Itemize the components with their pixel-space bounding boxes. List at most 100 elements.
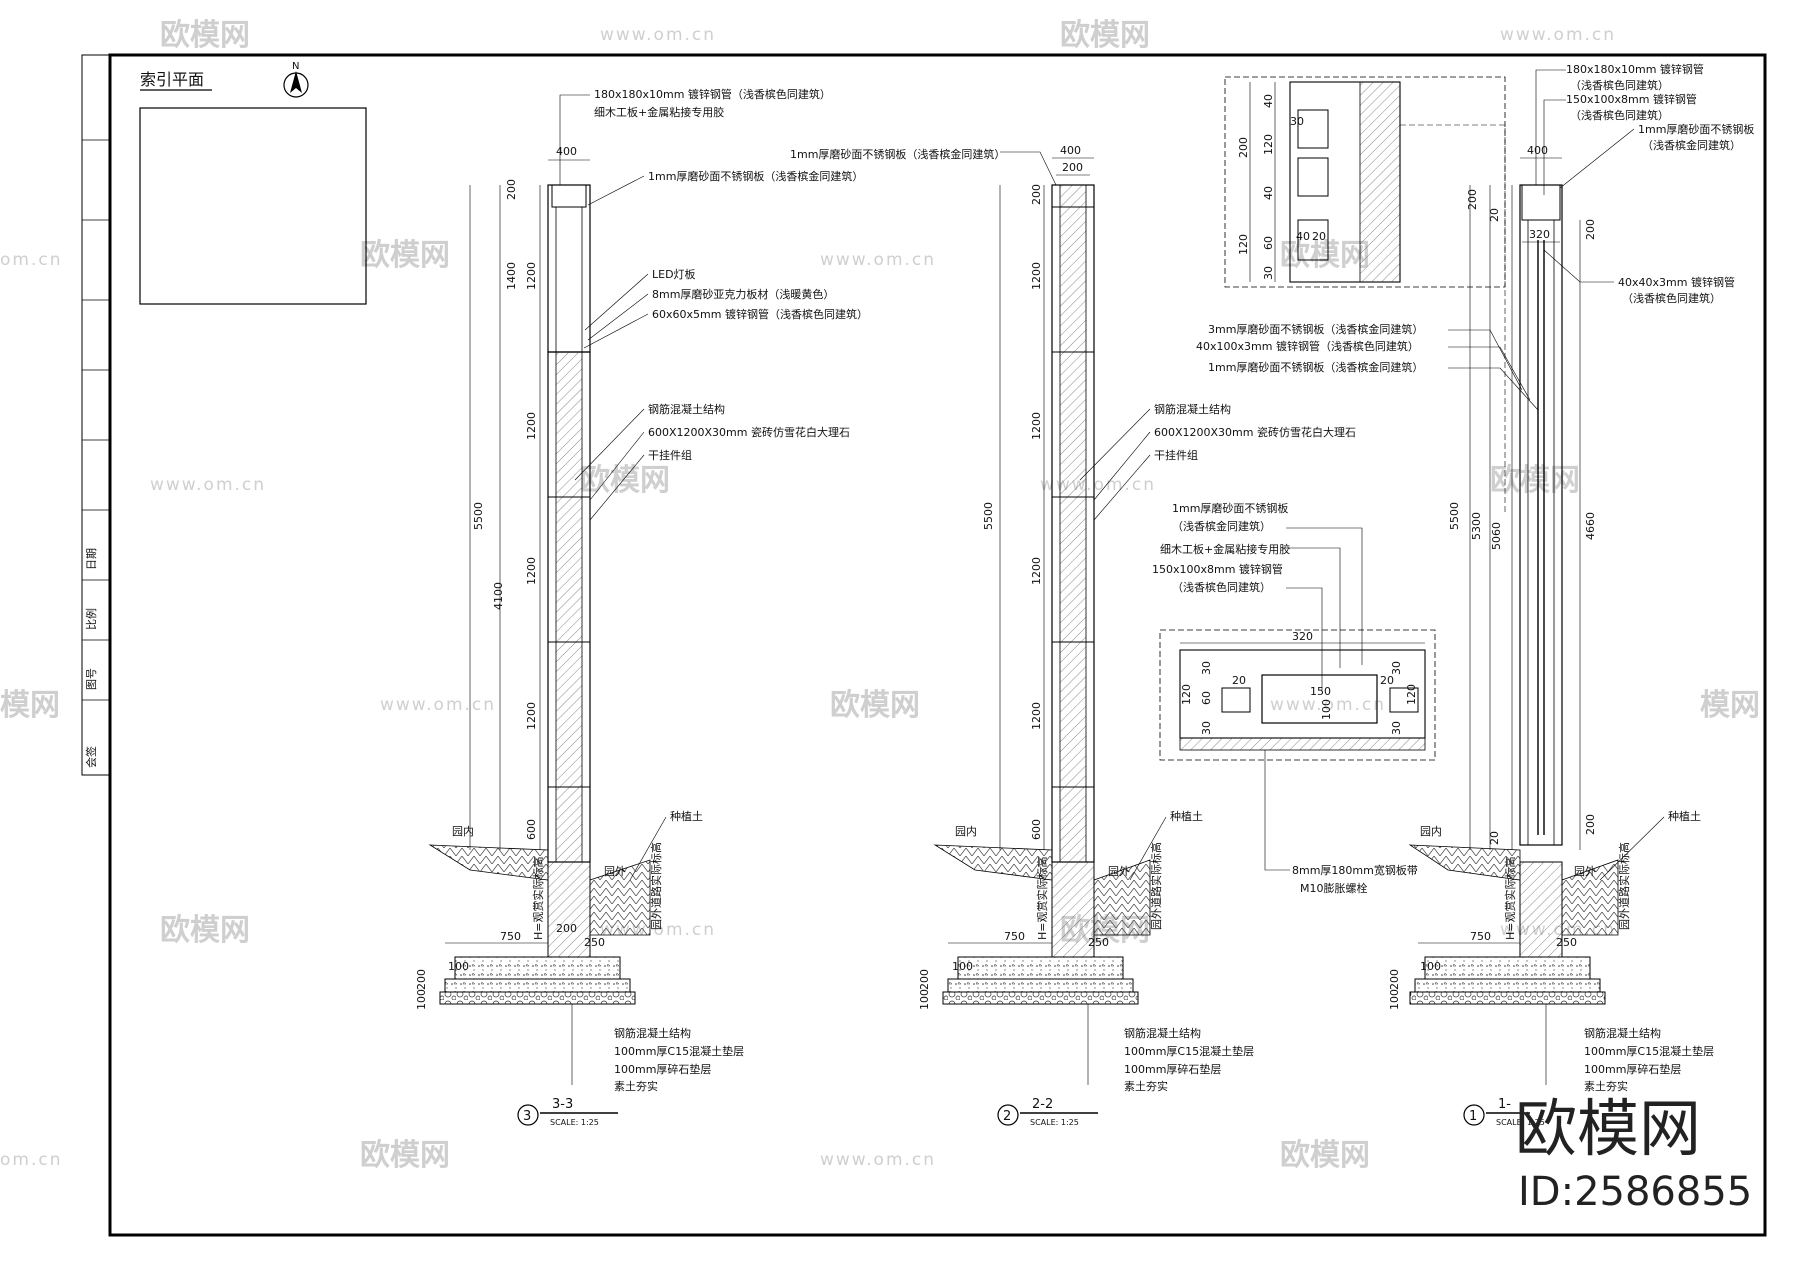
svg-text:钢筋混凝土结构: 钢筋混凝土结构 xyxy=(1154,402,1231,416)
svg-text:200: 200 xyxy=(1388,969,1401,990)
svg-text:20: 20 xyxy=(1312,230,1326,243)
svg-text:100mm厚C15混凝土垫层: 100mm厚C15混凝土垫层 xyxy=(1124,1044,1254,1058)
svg-text:150x100x8mm 镀锌钢管: 150x100x8mm 镀锌钢管 xyxy=(1566,92,1697,106)
svg-text:100mm厚C15混凝土垫层: 100mm厚C15混凝土垫层 xyxy=(614,1044,744,1058)
svg-text:SCALE: 1:25: SCALE: 1:25 xyxy=(1030,1118,1079,1127)
svg-text:园内: 园内 xyxy=(452,824,474,838)
svg-text:欧模网: 欧模网 xyxy=(160,18,250,53)
svg-text:www.om.cn: www.om.cn xyxy=(1270,695,1386,715)
svg-text:细木工板+金属粘接专用胶: 细木工板+金属粘接专用胶 xyxy=(1160,542,1290,556)
svg-text:120: 120 xyxy=(1180,684,1193,705)
svg-text:欧模网: 欧模网 xyxy=(830,688,920,723)
section-3-3: 200 1400 1200 1200 1200 1200 600 5500 41… xyxy=(415,87,868,1127)
svg-text:5060: 5060 xyxy=(1490,522,1503,550)
svg-text:www.om.cn: www.om.cn xyxy=(380,695,496,715)
index-plan-title: 索引平面 xyxy=(140,70,204,89)
svg-text:40: 40 xyxy=(1296,230,1310,243)
titleblock-drawing-no: 图号 xyxy=(85,668,98,690)
svg-text:600: 600 xyxy=(525,819,538,840)
svg-text:1200: 1200 xyxy=(525,702,538,730)
svg-text:200: 200 xyxy=(1584,219,1597,240)
svg-text:100: 100 xyxy=(918,989,931,1010)
svg-text:1mm厚磨砂面不锈钢板（浅香槟金同建筑）: 1mm厚磨砂面不锈钢板（浅香槟金同建筑） xyxy=(1208,360,1423,374)
svg-text:素土夯实: 素土夯实 xyxy=(614,1079,658,1093)
svg-text:750: 750 xyxy=(1470,930,1491,943)
svg-text:100mm厚碎石垫层: 100mm厚碎石垫层 xyxy=(614,1062,711,1076)
svg-text:200: 200 xyxy=(1030,184,1043,205)
svg-text:www.om.cn: www.om.cn xyxy=(1040,475,1156,495)
sheet-border xyxy=(108,53,1767,1237)
svg-text:种植土: 种植土 xyxy=(670,809,703,823)
svg-text:欧模网: 欧模网 xyxy=(360,1138,450,1173)
svg-text:200: 200 xyxy=(505,179,518,200)
section-3-3-marker xyxy=(517,1104,539,1126)
svg-text:5500: 5500 xyxy=(982,502,995,530)
svg-text:30: 30 xyxy=(1390,721,1403,735)
svg-text:20: 20 xyxy=(1232,674,1246,687)
svg-text:750: 750 xyxy=(500,930,521,943)
svg-text:种植土: 种植土 xyxy=(1668,809,1701,823)
svg-text:5500: 5500 xyxy=(472,502,485,530)
svg-text:细木工板+金属粘接专用胶: 细木工板+金属粘接专用胶 xyxy=(594,105,724,119)
svg-text:320: 320 xyxy=(1529,228,1550,241)
svg-text:2: 2 xyxy=(1003,1109,1011,1124)
svg-text:600: 600 xyxy=(1030,819,1043,840)
svg-text:（浅香槟色同建筑）: （浅香槟色同建筑） xyxy=(1172,580,1271,594)
svg-text:400: 400 xyxy=(1527,144,1548,157)
svg-text:欧模网: 欧模网 xyxy=(160,913,250,948)
svg-text:120: 120 xyxy=(1262,134,1275,155)
svg-text:SCALE: 1:25: SCALE: 1:25 xyxy=(1496,1118,1545,1127)
svg-text:H=观赏实际标高: H=观赏实际标高 xyxy=(1503,857,1517,941)
svg-text:5300: 5300 xyxy=(1470,512,1483,540)
svg-text:园内: 园内 xyxy=(955,824,977,838)
svg-text:素土夯实: 素土夯实 xyxy=(1124,1079,1168,1093)
svg-text:园外道路实际标高: 园外道路实际标高 xyxy=(649,842,663,930)
svg-text:3mm厚磨砂面不锈钢板（浅香槟金同建筑）: 3mm厚磨砂面不锈钢板（浅香槟金同建筑） xyxy=(1208,322,1423,336)
svg-text:欧模网: 欧模网 xyxy=(1490,463,1580,498)
svg-text:8mm厚180mm宽钢板带: 8mm厚180mm宽钢板带 xyxy=(1292,863,1418,877)
svg-text:SCALE: 1:25: SCALE: 1:25 xyxy=(550,1118,599,1127)
titleblock-cosign: 会签 xyxy=(84,746,98,768)
svg-text:1200: 1200 xyxy=(1030,702,1043,730)
svg-text:www.om.cn: www.om.cn xyxy=(600,25,716,45)
svg-text:园外道路实际标高: 园外道路实际标高 xyxy=(1149,842,1163,930)
svg-text:100mm厚C15混凝土垫层: 100mm厚C15混凝土垫层 xyxy=(1584,1044,1714,1058)
svg-text:320: 320 xyxy=(1292,630,1313,643)
svg-text:1-: 1- xyxy=(1498,1097,1511,1112)
svg-text:200: 200 xyxy=(1237,137,1250,158)
svg-text:（浅香槟色同建筑）: （浅香槟色同建筑） xyxy=(1622,291,1721,305)
svg-text:100: 100 xyxy=(448,960,469,973)
svg-text:200: 200 xyxy=(1584,814,1597,835)
svg-text:40: 40 xyxy=(1262,94,1275,108)
index-plan: 索引平面 N xyxy=(139,61,367,305)
svg-text:钢筋混凝土结构: 钢筋混凝土结构 xyxy=(1124,1026,1201,1040)
svg-text:干挂件组: 干挂件组 xyxy=(648,448,692,462)
section-2-2: 200 1200 1200 1200 1200 600 5500 400 200… xyxy=(790,144,1356,1127)
svg-text:1200: 1200 xyxy=(525,557,538,585)
svg-text:150: 150 xyxy=(1310,685,1331,698)
section-1: 5500 5300 5060 200 4660 200 200 20 20 40… xyxy=(1196,62,1754,1127)
svg-text:60: 60 xyxy=(1200,691,1213,705)
svg-text:2-2: 2-2 xyxy=(1032,1097,1053,1112)
svg-text:欧模网: 欧模网 xyxy=(1515,1092,1701,1165)
svg-text:素土夯实: 素土夯实 xyxy=(1584,1079,1628,1093)
north-arrow-icon: N xyxy=(283,61,309,98)
svg-text:600X1200X30mm 瓷砖仿雪花白大理石: 600X1200X30mm 瓷砖仿雪花白大理石 xyxy=(1154,425,1356,439)
svg-text:600X1200X30mm 瓷砖仿雪花白大理石: 600X1200X30mm 瓷砖仿雪花白大理石 xyxy=(648,425,850,439)
svg-text:3-3: 3-3 xyxy=(552,1097,573,1112)
svg-text:150x100x8mm 镀锌钢管: 150x100x8mm 镀锌钢管 xyxy=(1152,562,1283,576)
svg-text:欧模网: 欧模网 xyxy=(360,238,450,273)
svg-text:200: 200 xyxy=(556,922,577,935)
svg-text:（浅香槟金同建筑）: （浅香槟金同建筑） xyxy=(1642,138,1741,152)
svg-text:30: 30 xyxy=(1290,115,1304,128)
svg-text:60x60x5mm 镀锌钢管（浅香槟色同建筑）: 60x60x5mm 镀锌钢管（浅香槟色同建筑） xyxy=(652,307,868,321)
svg-text:www.om.cn: www.om.cn xyxy=(150,475,266,495)
svg-text:200: 200 xyxy=(415,969,428,990)
svg-text:1mm厚磨砂面不锈钢板: 1mm厚磨砂面不锈钢板 xyxy=(1172,501,1288,515)
svg-text:N: N xyxy=(292,61,299,72)
svg-text:5500: 5500 xyxy=(1448,502,1461,530)
svg-text:园外: 园外 xyxy=(604,865,626,878)
svg-text:钢筋混凝土结构: 钢筋混凝土结构 xyxy=(1584,1026,1661,1040)
svg-text:250: 250 xyxy=(1088,936,1109,949)
